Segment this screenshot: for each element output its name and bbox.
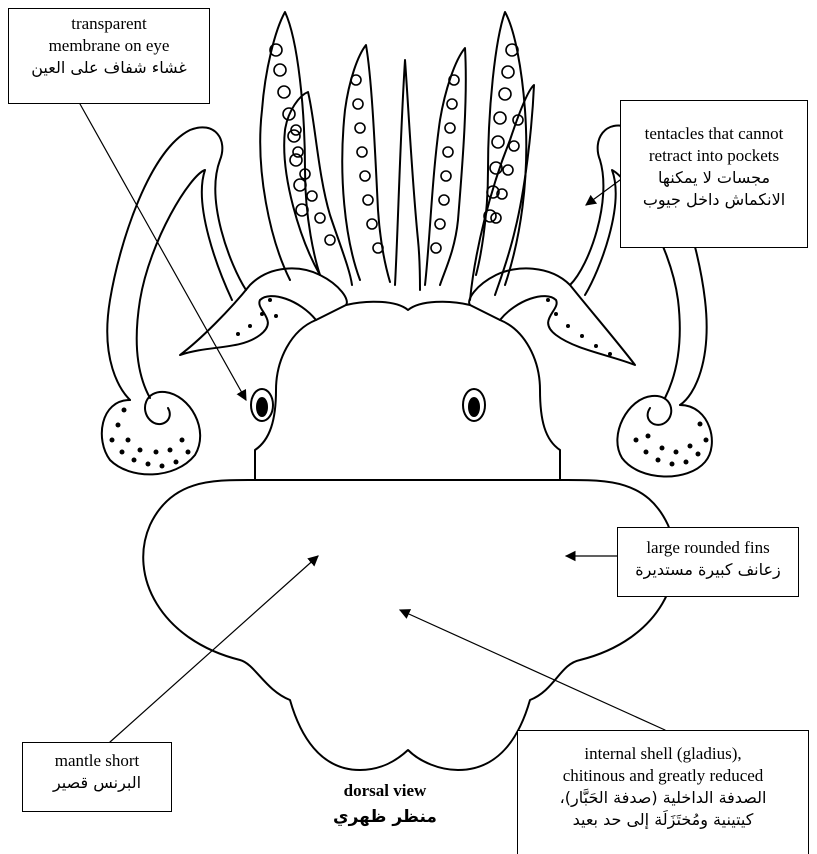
shell-label-ar-1: الصدفة الداخلية (صدفة الحَبَّار)، (518, 787, 808, 809)
arm-4 (395, 60, 420, 290)
tentacle-club-left (102, 392, 200, 475)
fins-label: large rounded fins زعانف كبيرة مستديرة (617, 527, 799, 597)
tentacles-label: tentacles that cannot retract into pocke… (620, 100, 808, 248)
shell-label: internal shell (gladius), chitinous and … (517, 730, 809, 854)
tentacles-label-ar-1: مجسات لا يمكنها (621, 167, 807, 189)
eye-pointer (80, 104, 246, 400)
view-caption: dorsal view منظر ظهري (310, 778, 460, 830)
mantle-pointer (110, 556, 318, 742)
tentacles-label-ar-2: الانكماش داخل جيوب (621, 189, 807, 211)
caption-ar: منظر ظهري (310, 804, 460, 830)
tentacle-left (107, 127, 246, 400)
fins-label-ar: زعانف كبيرة مستديرة (618, 559, 798, 581)
mantle-label-ar: البرنس قصير (23, 772, 171, 794)
arm-base-left (180, 268, 347, 355)
eye-label-en: transparent membrane on eye (34, 13, 184, 57)
shell-label-en-2: chitinous and greatly reduced (518, 765, 808, 787)
mantle-label: mantle short البرنس قصير (22, 742, 172, 812)
head (255, 302, 560, 480)
arm-1 (260, 12, 320, 280)
caption-en: dorsal view (310, 778, 460, 804)
tentacle-club-right (617, 396, 712, 477)
fins-label-en: large rounded fins (618, 537, 798, 559)
tentacles-label-en-2: retract into pockets (621, 145, 807, 167)
shell-pointer (400, 610, 665, 730)
eye-label: transparent membrane on eye غشاء شفاف عل… (8, 8, 210, 104)
tentacles-label-en-1: tentacles that cannot (621, 123, 807, 145)
eye-label-ar: غشاء شفاف على العين (9, 57, 209, 79)
shell-label-en-1: internal shell (gladius), (518, 743, 808, 765)
shell-label-ar-2: كيتينية ومُختَزَلَة إلى حد بعيد (518, 809, 808, 831)
mantle-label-en: mantle short (23, 750, 171, 772)
fin-left (143, 480, 675, 770)
